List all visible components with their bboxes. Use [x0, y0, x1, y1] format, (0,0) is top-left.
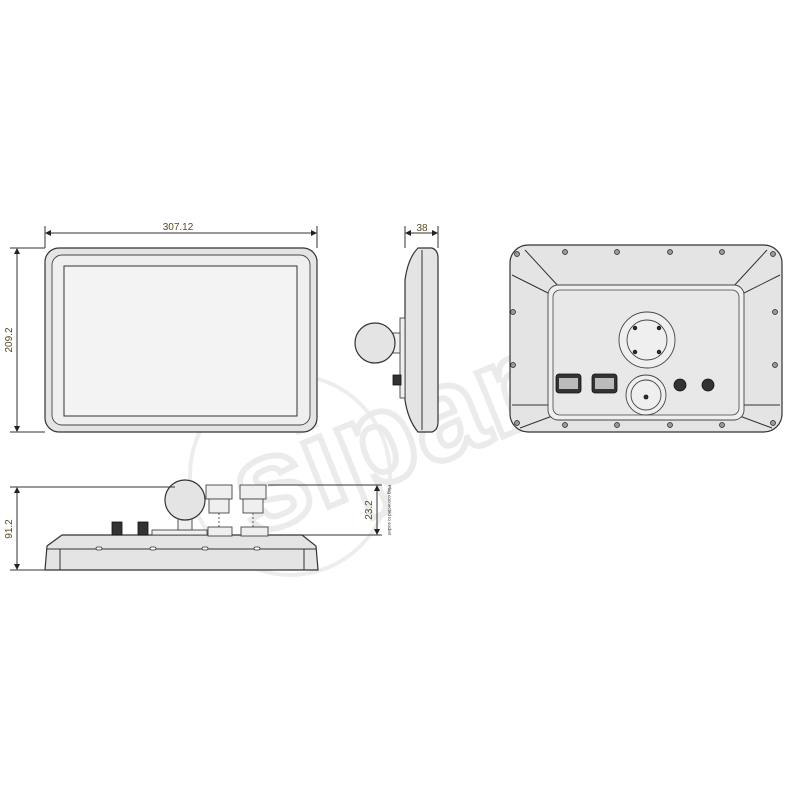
bottom-height-dimension-label: 91.2 — [4, 519, 15, 539]
plug-dimension-label: 23.2 — [364, 500, 375, 520]
height-dimension-label: 209.2 — [4, 327, 15, 352]
plug-note: Plug connected to socket — [387, 485, 392, 536]
width-dimension-label: 307.12 — [163, 222, 194, 233]
front-view: 307.12 209.2 — [4, 222, 318, 433]
side-view: 38 — [354, 223, 439, 433]
bottom-view: 91.2 23.2 Plug connected to socket — [4, 479, 392, 571]
rear-view — [509, 244, 783, 433]
screen — [63, 265, 298, 417]
depth-dimension-label: 38 — [416, 223, 428, 234]
